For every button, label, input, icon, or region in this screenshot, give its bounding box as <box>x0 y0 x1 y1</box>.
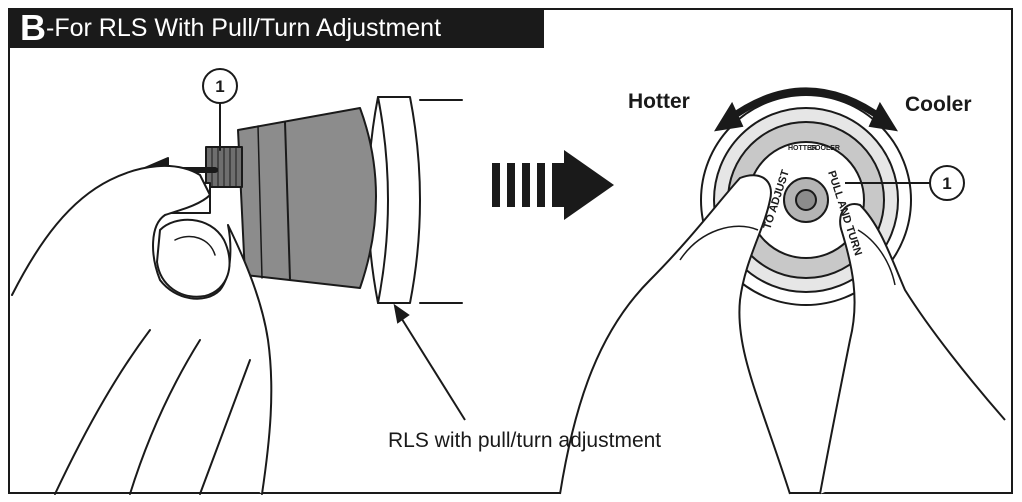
escutcheon-edge <box>377 96 389 304</box>
cartridge-seam <box>284 121 291 281</box>
section-letter: B <box>20 7 46 48</box>
finger-line-3 <box>199 359 251 495</box>
finger-line-2 <box>129 339 201 495</box>
caption: RLS with pull/turn adjustment <box>388 429 661 452</box>
dial-cooler-text: COOLER <box>810 145 840 152</box>
rotation-arrow-right <box>868 101 898 132</box>
hand-outline <box>11 164 273 495</box>
hotter-label: Hotter <box>628 90 690 113</box>
cartridge-seam-2 <box>257 125 263 279</box>
section-title: -For RLS With Pull/Turn Adjustment <box>46 14 442 42</box>
left-hand <box>559 174 791 495</box>
dial-hotter-text: HOTTER <box>788 145 817 152</box>
knob-stem <box>795 189 817 211</box>
right-callout-number: 1 <box>942 174 951 193</box>
finger-line-1 <box>54 329 151 495</box>
cartridge-body <box>237 107 377 289</box>
left-callout-circle <box>202 68 238 104</box>
thumbnail <box>174 235 216 256</box>
transition-arrow <box>492 150 614 220</box>
right-hand <box>819 203 1006 495</box>
left-callout-number: 1 <box>215 77 224 96</box>
left-illustration <box>11 68 463 495</box>
cooler-label: Cooler <box>905 93 972 116</box>
rotation-arc <box>725 87 887 123</box>
caption-leader <box>393 303 466 421</box>
section-header: B -For RLS With Pull/Turn Adjustment <box>8 8 544 48</box>
right-callout-circle <box>929 165 965 201</box>
right-illustration <box>559 87 1006 495</box>
rotation-arrow-left <box>714 101 744 132</box>
thumb <box>156 218 231 298</box>
